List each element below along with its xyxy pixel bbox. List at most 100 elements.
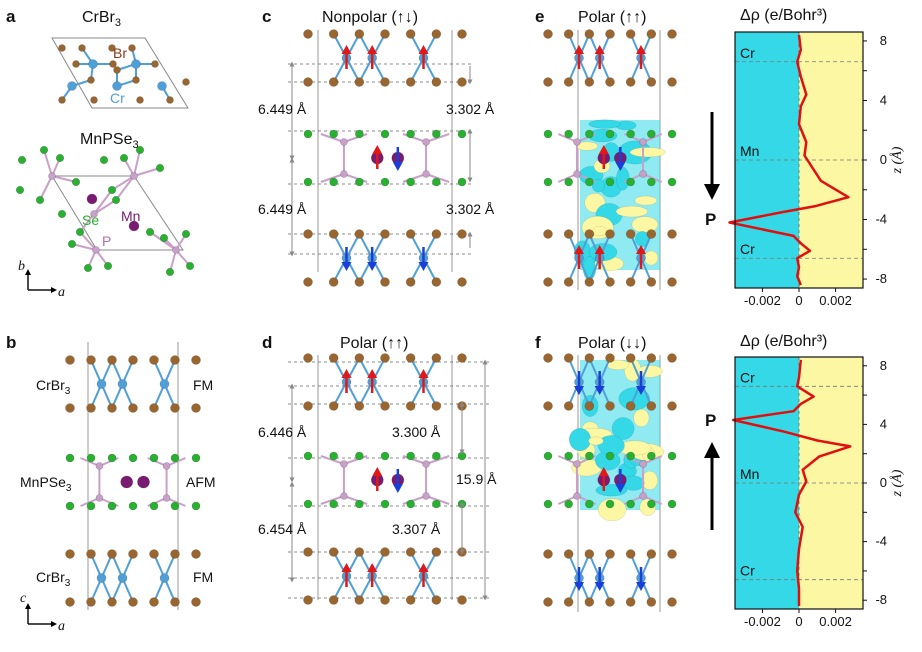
se-atom [564, 499, 573, 509]
br-atom [584, 29, 595, 39]
se-atom [667, 451, 677, 461]
y-tick-label: 4 [880, 92, 887, 107]
bond [51, 175, 77, 183]
spin-down-arrowhead [594, 582, 605, 591]
br-atom [646, 29, 657, 39]
se-atom [355, 129, 364, 139]
br-atom [584, 277, 595, 287]
br-atom [86, 403, 96, 413]
br-atom [107, 597, 117, 607]
y-tick-label: -4 [875, 212, 887, 227]
fm-top-label: FM [193, 377, 213, 393]
br-atom [405, 29, 416, 39]
mn-label: Mn [121, 208, 140, 224]
se-atom [107, 453, 117, 463]
br-atom [354, 277, 365, 287]
bond [422, 233, 438, 259]
br-atom [605, 401, 615, 411]
br-atom [65, 355, 75, 365]
br-atom [107, 549, 117, 559]
se-atom [605, 177, 615, 187]
spin-down-arrowhead [615, 162, 626, 171]
spin-down-arrowhead [594, 386, 605, 395]
atom-plane-label: Cr [740, 563, 755, 579]
mn-atom [120, 475, 133, 489]
br-atom [563, 29, 574, 39]
panel-c-title: Nonpolar (↑↓) [322, 9, 418, 26]
se-atom [626, 129, 635, 139]
y-tick-label: 0 [880, 475, 887, 490]
br-atom [667, 401, 677, 411]
br-atom [132, 76, 140, 84]
se-atom [564, 129, 573, 139]
bond [320, 133, 345, 143]
mn-atom [128, 220, 140, 232]
se-atom [303, 129, 313, 139]
se-atom [406, 451, 415, 461]
p-atom [340, 460, 348, 468]
atom-plane-label: Cr [740, 241, 755, 257]
se-atom [86, 501, 96, 511]
panel-e: e Polar (↑↑) P [535, 7, 720, 290]
bond [79, 231, 97, 251]
se-atom [329, 129, 338, 139]
br-atom [128, 44, 136, 52]
axis-a-label-b: a [58, 619, 65, 634]
br-atom [303, 277, 313, 287]
mnpse3-unit-cell [51, 175, 184, 251]
se-atom [647, 177, 656, 187]
br-atom [151, 60, 159, 68]
bond [345, 575, 361, 601]
panel-letter-d: d [262, 333, 272, 352]
se-atom [355, 499, 364, 509]
se-atom [605, 451, 615, 461]
y-tick-label: -4 [875, 534, 887, 549]
bond [39, 175, 53, 201]
br-atom [457, 77, 467, 87]
positive-region [799, 32, 863, 288]
br-atom [107, 403, 117, 413]
se-atom [585, 177, 594, 187]
br-atom [667, 29, 677, 39]
axes-c-a: c a [20, 591, 65, 634]
br-atom [128, 549, 138, 559]
br-atom [405, 547, 416, 557]
density-lobe [588, 436, 604, 446]
br-atom [625, 401, 636, 411]
br-atom [86, 549, 96, 559]
cr-atom [157, 81, 167, 91]
p-atom [639, 138, 647, 146]
br-atom [431, 401, 442, 411]
p-atom [639, 492, 647, 500]
se-atom [457, 451, 467, 461]
br-atom [667, 77, 677, 87]
br-atom [457, 29, 467, 39]
spin-up-arrowhead [372, 467, 383, 476]
se-atom [71, 177, 81, 187]
p-atom [95, 462, 104, 470]
se-atom [155, 163, 165, 173]
mnpse3-topview-atoms [15, 145, 195, 277]
bond [402, 455, 427, 465]
br-atom [667, 229, 677, 239]
d-total-thickness: 15.9 Å [456, 471, 497, 487]
br-atom [667, 597, 677, 607]
se-atom [432, 451, 441, 461]
spin-up-arrowhead [598, 145, 609, 154]
br-atom [328, 29, 339, 39]
se-atom [329, 451, 338, 461]
spin-down-arrowhead [636, 582, 646, 591]
br-atom [625, 229, 636, 239]
se-atom [159, 233, 169, 243]
spin-up-arrowhead [341, 563, 352, 572]
se-atom [380, 129, 390, 139]
se-atom [647, 499, 656, 509]
br-atom [563, 401, 574, 411]
br-atom [328, 77, 339, 87]
spin-up-arrowhead [574, 45, 584, 54]
panel-e-title: Polar (↑↑) [578, 9, 646, 26]
y-tick-label: 4 [880, 416, 887, 431]
br-atom [543, 549, 553, 559]
se-atom [647, 451, 656, 461]
panel-c-dimension-arrows [289, 61, 473, 257]
